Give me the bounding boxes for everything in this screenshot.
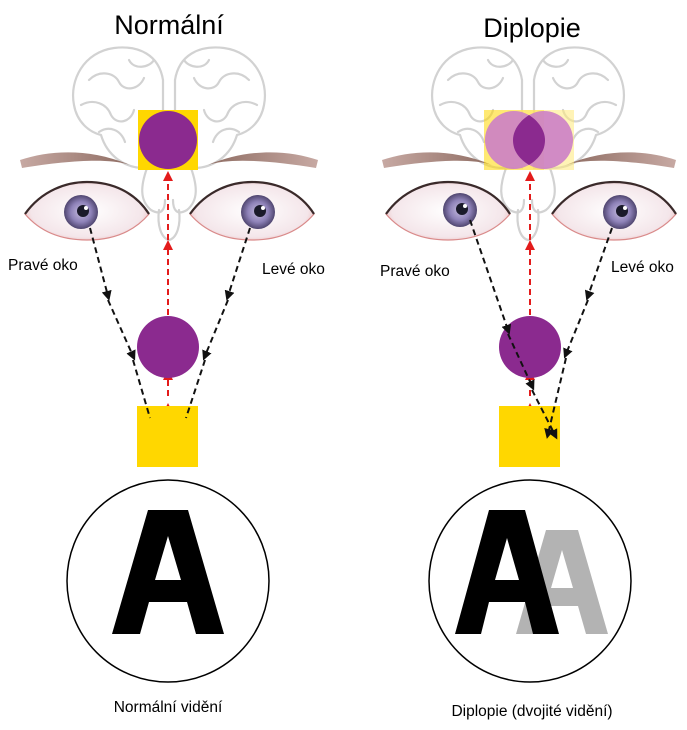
gaze-arrow-left-eye — [544, 357, 567, 439]
normal-panel: Pravé oko Levé oko Normální vidění — [8, 46, 325, 716]
gaze-arrow-left-eye — [185, 359, 206, 419]
normal-panel-title: Normální — [114, 10, 224, 40]
right-eye — [384, 180, 512, 242]
left-eye — [550, 180, 678, 242]
gaze-arrow-left-eye — [224, 227, 251, 301]
right-eyebrow — [382, 152, 492, 168]
normal-vision-caption: Normální vidění — [114, 699, 223, 716]
gaze-arrow-right-eye — [132, 359, 151, 419]
gaze-arrow-right-eye — [107, 299, 136, 361]
gaze-arrow-left-eye — [584, 227, 613, 301]
letter-a — [112, 510, 224, 634]
retinal-image-circle — [499, 316, 561, 378]
diplopia-vision-caption: Diplopie (dvojité vidění) — [451, 703, 612, 720]
gaze-arrow-right-eye — [89, 227, 112, 301]
left-eye-label: Levé oko — [611, 259, 674, 276]
perceived-image-circle — [139, 111, 197, 169]
left-eye — [188, 180, 316, 242]
right-eyebrow — [20, 152, 130, 168]
object-square — [499, 406, 560, 467]
diplopia-panel-title: Diplopie — [483, 13, 581, 43]
right-eye-label: Pravé oko — [380, 263, 450, 280]
diplopia-panel: Pravé oko Levé oko Diplopie (dvojité vid… — [380, 46, 678, 720]
retinal-image-circle — [137, 316, 199, 378]
left-eyebrow — [208, 152, 318, 168]
gaze-arrow-left-eye — [563, 299, 589, 359]
left-eye-label: Levé oko — [262, 261, 325, 278]
object-square — [137, 406, 198, 467]
left-eyebrow — [566, 152, 676, 168]
right-eye — [23, 180, 151, 242]
gaze-arrow-left-eye — [202, 299, 229, 361]
right-eye-label: Pravé oko — [8, 257, 78, 274]
letter-a — [455, 510, 559, 634]
gaze-arrow-right-eye — [531, 389, 558, 440]
overlap-region — [513, 115, 545, 165]
